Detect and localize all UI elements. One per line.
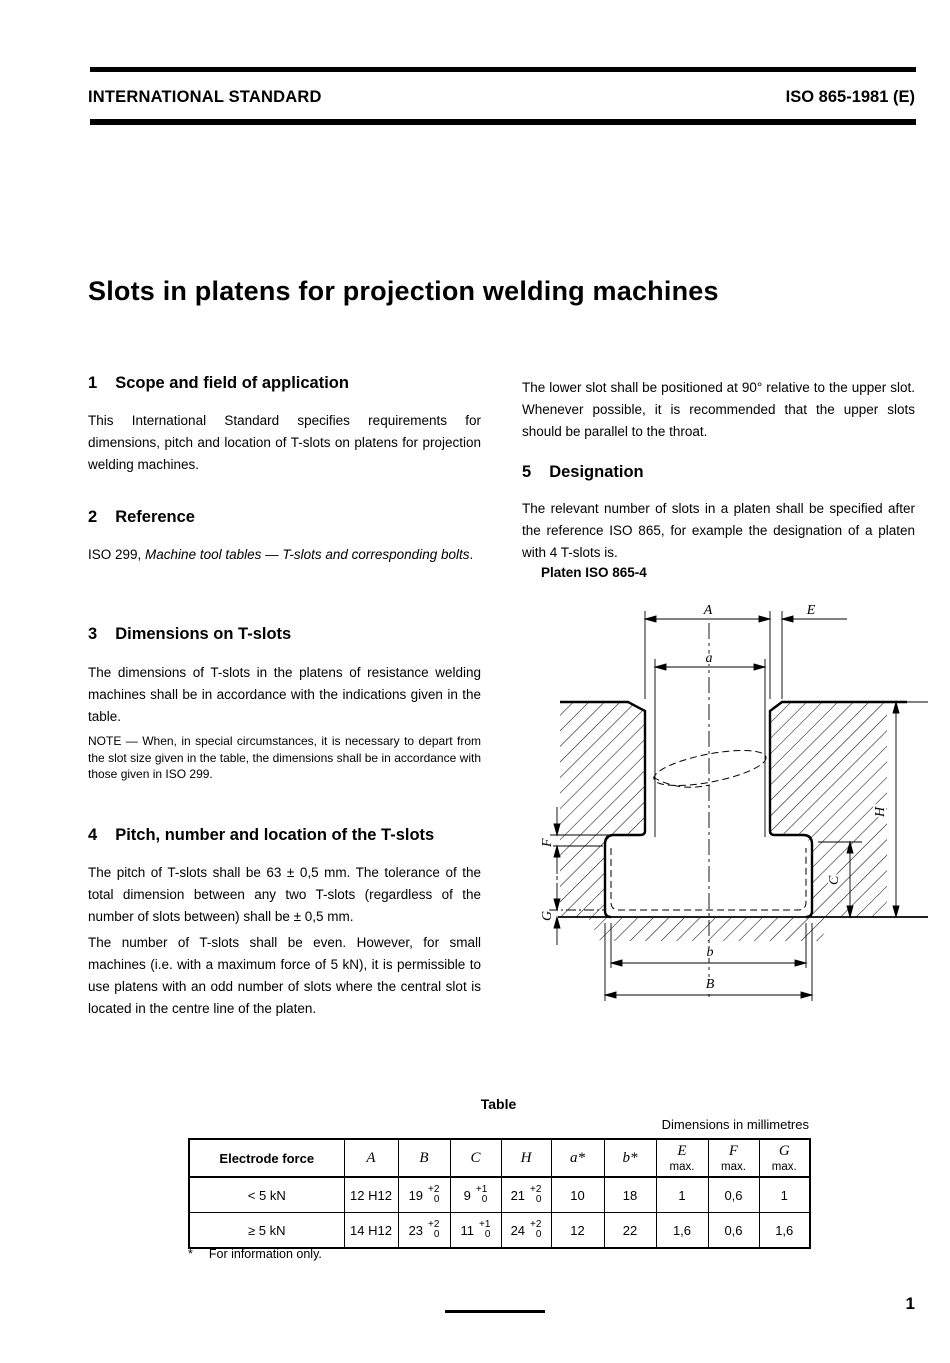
section-4-paragraph-1: The pitch of T-slots shall be 63 ± 0,5 m… <box>88 865 481 924</box>
t-slot-cross-section-figure: A E a H C F G b B <box>540 601 928 1001</box>
running-header-right: ISO 865-1981 (E) <box>785 88 915 106</box>
max-label-E: max. <box>669 1161 695 1173</box>
col-header-b-star: b* <box>622 1149 638 1166</box>
cell-E: 1,6 <box>655 1212 709 1249</box>
col-header-B: B <box>419 1149 429 1166</box>
section-2-reference: ISO 299, Machine tool tables — T-slots a… <box>88 544 481 566</box>
section-4-number: 4 <box>88 826 98 844</box>
extension-lines <box>550 611 862 1001</box>
section-1-number: 1 <box>88 374 98 392</box>
cell-a: 12 <box>550 1212 605 1249</box>
cell-b: 22 <box>603 1212 657 1249</box>
section-3-number: 3 <box>88 625 98 643</box>
section-4-continuation-paragraph: The lower slot shall be positioned at 90… <box>522 380 915 439</box>
section-3-heading: 3 Dimensions on T-slots <box>88 625 481 644</box>
section-3-note: NOTE — When, in special circumstances, i… <box>88 734 481 781</box>
section-3-title: Dimensions on T-slots <box>115 625 292 643</box>
section-5-heading: 5 Designation <box>522 463 915 482</box>
dim-label-G: G <box>540 911 555 921</box>
reference-italic: Machine tool tables — T-slots and corres… <box>145 547 470 562</box>
section-5-number: 5 <box>522 463 532 481</box>
footer-divider <box>445 1310 545 1313</box>
reference-suffix: . <box>469 547 474 562</box>
col-header-H: H <box>520 1149 532 1166</box>
dim-label-b: b <box>707 945 714 960</box>
dim-label-H: H <box>873 806 888 818</box>
section-5-title: Designation <box>549 463 644 481</box>
reference-prefix: ISO 299, <box>88 547 146 562</box>
cell-b: 18 <box>603 1176 657 1213</box>
max-label-G: max. <box>771 1161 797 1173</box>
col-header-A: A <box>366 1149 376 1166</box>
col-header-a-star: a* <box>570 1149 585 1166</box>
cell-G: 1 <box>758 1176 811 1213</box>
section-1-paragraph: This International Standard specifies re… <box>88 413 481 472</box>
cell-F: 0,6 <box>707 1212 760 1249</box>
section-2-number: 2 <box>88 508 98 526</box>
footnote-marker: * <box>188 1247 193 1261</box>
cell-G: 1,6 <box>758 1212 811 1249</box>
section-2-heading: 2 Reference <box>88 508 481 527</box>
section-4-paragraph-2: The number of T-slots shall be even. How… <box>88 935 481 1016</box>
table-footnote: * For information only. <box>188 1247 322 1261</box>
top-rule <box>90 67 916 72</box>
cell-F: 0,6 <box>707 1176 760 1213</box>
cell-force: ≥ 5 kN <box>188 1212 345 1249</box>
section-5-paragraph: The relevant number of slots in a platen… <box>522 501 915 560</box>
page-number: 1 <box>905 1294 915 1313</box>
dim-label-C: C <box>827 875 842 885</box>
footnote-text: For information only. <box>208 1247 322 1261</box>
dimension-lines <box>553 615 900 999</box>
cell-A: 14 H12 <box>343 1212 399 1249</box>
header-rule <box>90 119 916 125</box>
dim-label-a: a <box>706 651 713 666</box>
dim-label-B: B <box>706 977 715 992</box>
slot-profile-outline <box>560 700 907 919</box>
section-3-paragraph: The dimensions of T-slots in the platens… <box>88 665 481 724</box>
max-label-F: max. <box>721 1161 746 1173</box>
cell-A: 12 H12 <box>343 1176 399 1213</box>
section-2-title: Reference <box>115 508 195 526</box>
cell-E: 1 <box>655 1176 709 1213</box>
dim-label-F: F <box>540 838 555 848</box>
dim-label-A: A <box>703 603 713 618</box>
table-units-note: Dimensions in millimetres <box>661 1117 809 1132</box>
col-header-electrode-force: Electrode force <box>188 1138 345 1178</box>
cell-force: < 5 kN <box>188 1176 345 1213</box>
table-title: Table <box>480 1096 517 1112</box>
running-header-left: INTERNATIONAL STANDARD <box>88 88 322 106</box>
page-title: Slots in platens for projection welding … <box>88 276 719 306</box>
figure-caption: Platen ISO 865-4 <box>541 565 647 580</box>
section-1-heading: 1 Scope and field of application <box>88 374 481 393</box>
hidden-dashed-lines <box>610 749 807 911</box>
col-header-C: C <box>470 1149 481 1166</box>
dim-label-E: E <box>806 603 816 618</box>
section-1-title: Scope and field of application <box>115 374 349 392</box>
section-4-heading: 4 Pitch, number and location of the T-slo… <box>88 826 481 845</box>
section-4-title: Pitch, number and location of the T-slot… <box>115 826 435 844</box>
hatched-material-regions <box>560 702 887 941</box>
cell-a: 10 <box>550 1176 605 1213</box>
